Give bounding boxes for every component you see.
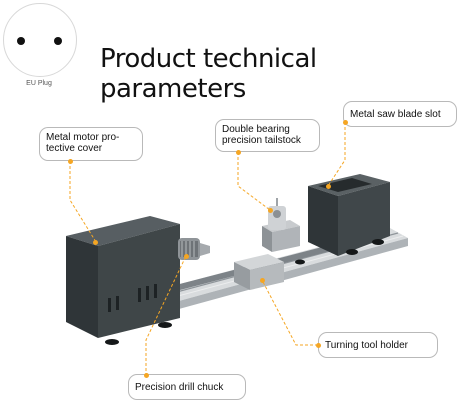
- leader-end-drill-chuck: [184, 254, 189, 259]
- leader-dot-saw-slot: [343, 120, 348, 125]
- leader-dot-motor-cover: [68, 159, 73, 164]
- plug-pin-right: [54, 37, 62, 45]
- leader-motor-cover: [69, 161, 97, 243]
- leader-dot-tool-holder: [316, 343, 321, 348]
- callout-motor-cover-line1: Metal motor pro-: [46, 132, 120, 143]
- leader-tool-holder: [261, 279, 318, 346]
- callout-tailstock: Double bearing precision tailstock: [215, 119, 320, 152]
- leader-saw-slot: [327, 122, 346, 187]
- leader-drill-chuck: [145, 255, 187, 376]
- eu-plug-icon: [3, 3, 77, 77]
- callout-drill-chuck: Precision drill chuck: [128, 374, 246, 400]
- motor-cover-top: [66, 216, 180, 246]
- callout-motor-cover: Metal motor pro- tective cover: [39, 127, 143, 161]
- leader-end-tailstock: [268, 208, 273, 213]
- leader-end-saw-slot: [326, 184, 331, 189]
- plug-label: EU Plug: [26, 80, 52, 87]
- leader-dot-drill-chuck: [144, 373, 149, 378]
- leader-end-tool-holder: [260, 278, 265, 283]
- callout-tool-holder: Turning tool holder: [318, 332, 438, 358]
- callout-tailstock-line2: precision tailstock: [222, 135, 301, 146]
- leader-end-motor-cover: [93, 240, 98, 245]
- callout-motor-cover-line2: tective cover: [46, 143, 103, 154]
- callout-tailstock-line1: Double bearing: [222, 124, 290, 135]
- callout-saw-slot: Metal saw blade slot: [343, 101, 457, 127]
- saw-slot-front: [338, 182, 390, 256]
- leader-dot-tailstock: [236, 150, 241, 155]
- rail-front: [168, 238, 408, 312]
- page-title: Product technical parameters: [100, 44, 317, 104]
- tool-holder-top: [234, 254, 284, 270]
- motor-cover-side: [66, 236, 98, 338]
- plug-pin-left: [17, 37, 25, 45]
- leader-tailstock: [237, 152, 271, 211]
